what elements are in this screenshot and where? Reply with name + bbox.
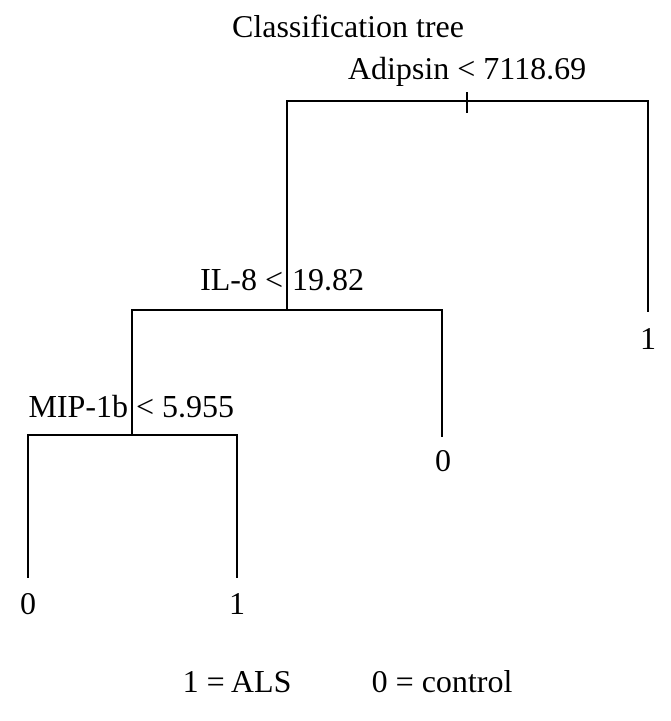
mip1b-node-label-left: MIP-1b	[28, 388, 128, 424]
root-left-branch-line	[286, 100, 288, 311]
mip1b-left-branch-line	[27, 434, 29, 578]
il8-left-branch-line	[131, 309, 133, 436]
legend-als: 1 = ALS	[182, 663, 292, 699]
leaf-root-right: 1	[640, 320, 656, 356]
il8-split-line	[131, 309, 443, 311]
legend-control: 0 = control	[371, 663, 513, 699]
root-node-tick	[466, 92, 468, 113]
leaf-mip1b-left: 0	[20, 585, 36, 621]
mip1b-right-branch-line	[236, 434, 238, 578]
root-right-branch-line	[647, 100, 649, 312]
il8-node-label-right: 19.82	[292, 261, 364, 297]
mip1b-split-line	[27, 434, 238, 436]
il8-right-branch-line	[441, 309, 443, 437]
root-node-label: Adipsin < 7118.69	[347, 50, 587, 86]
mip1b-node-label-right: < 5.955	[136, 388, 235, 424]
leaf-il8-right: 0	[435, 442, 451, 478]
il8-node-label-left: IL-8 <	[200, 261, 283, 297]
leaf-mip1b-right: 1	[229, 585, 245, 621]
figure-title: Classification tree	[232, 8, 464, 44]
